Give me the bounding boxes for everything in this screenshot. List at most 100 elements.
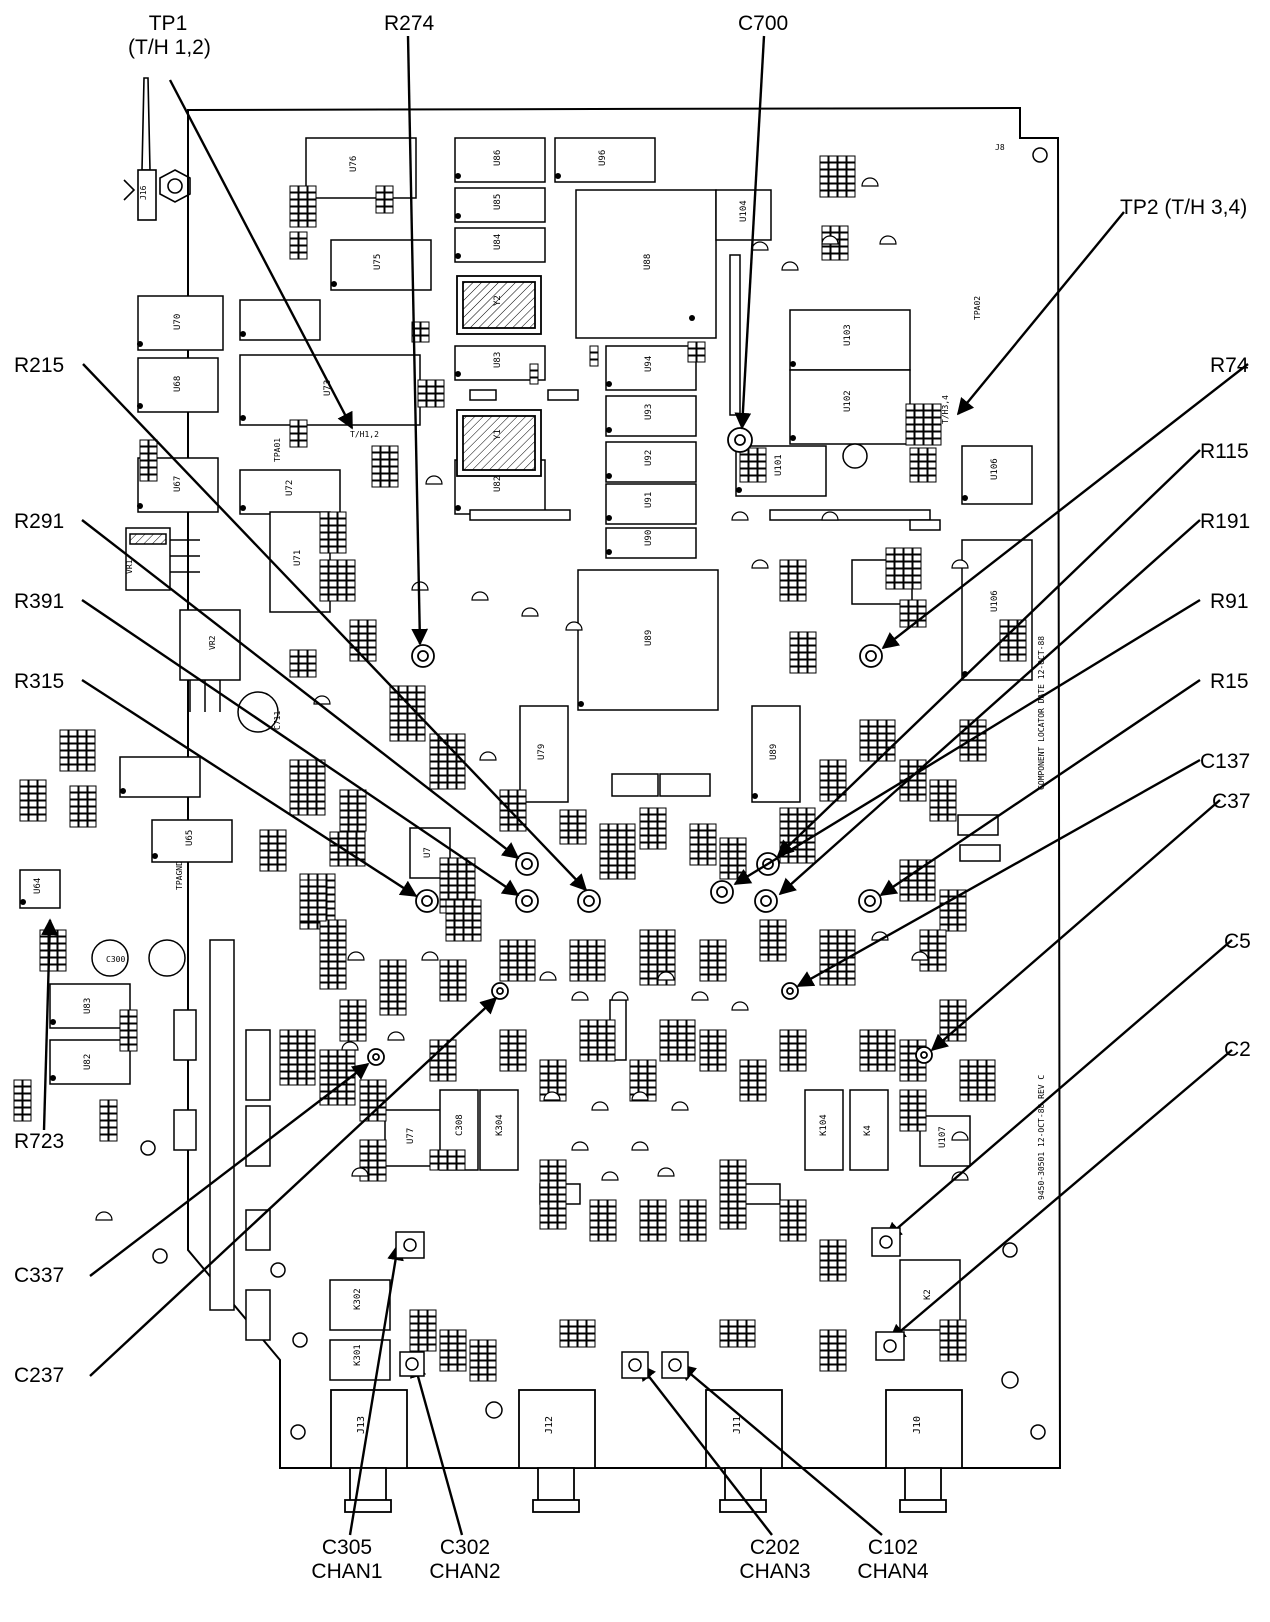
callout-c202: C202 CHAN3 — [730, 1536, 820, 1584]
j12-label: J12 — [544, 1416, 555, 1434]
callout-c2: C2 — [1224, 1038, 1251, 1061]
mounting-holes — [290, 147, 1048, 1440]
resistor-arrays — [13, 155, 1027, 1382]
misc-board-labels: T/H1,2 T/H3,4 TPA01 TPA02 TPAGND C711 C3… — [106, 143, 1005, 964]
u89-label: U89 — [644, 630, 654, 646]
callout-leaders — [41, 35, 1249, 1536]
u104-label: U104 — [739, 200, 749, 222]
tp1-probe: J16 — [123, 77, 191, 221]
bnc-connectors — [330, 1389, 963, 1513]
u103-label: U103 — [843, 324, 853, 346]
k4-label: K4 — [863, 1125, 873, 1136]
c202-label: C202 — [749, 1536, 801, 1559]
callout-c5: C5 — [1224, 930, 1251, 953]
u101-label: U101 — [774, 454, 784, 476]
callout-r291: R291 — [14, 510, 65, 533]
u79-label: U79 — [537, 744, 547, 760]
vr2-label: VR2 — [208, 635, 217, 650]
k302-label: K302 — [353, 1288, 363, 1310]
u92-label: U92 — [644, 450, 654, 466]
callout-tp2: TP2 (T/H 3,4) — [1120, 196, 1248, 219]
th34-board-label: T/H3,4 — [941, 395, 950, 424]
u62-label: U82 — [83, 1054, 93, 1070]
callout-tp1: TP1 (T/H 1,2) — [128, 12, 211, 60]
board-rev-text: 9450-30501 12-OCT-88 REV C — [1037, 1075, 1046, 1200]
vr-labels: VR1 VR2 — [125, 559, 217, 650]
u90-label: U90 — [644, 530, 654, 546]
j11-label: J11 — [732, 1416, 743, 1434]
callout-c237: C237 — [14, 1364, 65, 1387]
long-strip-components — [173, 254, 1001, 1341]
u68-label: U68 — [173, 376, 183, 392]
u107-label: U107 — [938, 1126, 948, 1148]
u65-label: U65 — [185, 830, 195, 846]
callout-r15: R15 — [1210, 670, 1249, 693]
u102-label: U102 — [843, 390, 853, 412]
u83-label: U83 — [493, 352, 503, 368]
u82-label: U82 — [493, 476, 503, 492]
connector-labels: J13 J12 J11 J10 — [356, 1416, 923, 1434]
j13-label: J13 — [356, 1416, 367, 1434]
u64-label: U64 — [33, 878, 43, 894]
u73-label: U73 — [323, 380, 333, 396]
callout-c337: C337 — [14, 1264, 65, 1287]
c305-sublabel: CHAN1 — [311, 1560, 383, 1583]
svg-text:J16: J16 — [139, 185, 148, 200]
c300-label: C300 — [106, 955, 125, 964]
electrolytic-capacitors — [91, 443, 1019, 1419]
u89b-label: U89 — [769, 744, 779, 760]
u106b-label: U106 — [990, 590, 1000, 612]
c102-label: C102 — [867, 1536, 919, 1559]
bottom-trimmers — [395, 1227, 905, 1379]
k2-label: K2 — [923, 1289, 933, 1300]
callout-r91: R91 — [1210, 590, 1249, 613]
trimmer-pots — [367, 427, 933, 1066]
tp1-sublabel: (T/H 1,2) — [128, 36, 211, 59]
callout-c102: C102 CHAN4 — [848, 1536, 938, 1584]
vr1-label: VR1 — [125, 559, 134, 574]
u67-label: U67 — [173, 476, 183, 492]
u106-label: U106 — [990, 458, 1000, 480]
callout-r723: R723 — [14, 1130, 65, 1153]
callout-r74: R74 — [1210, 354, 1249, 377]
board-date-text: COMPONENT LOCATOR DATE 12-OCT-88 — [1037, 636, 1046, 790]
c308-label: C308 — [455, 1114, 465, 1136]
u70-label: U70 — [173, 314, 183, 330]
c305-label: C305 — [321, 1536, 373, 1559]
callout-r215: R215 — [14, 354, 65, 377]
tpa02-label: TPA02 — [973, 296, 982, 320]
callout-c137: C137 — [1200, 750, 1251, 773]
c711-label: C711 — [273, 711, 282, 730]
u85-label: U85 — [493, 194, 503, 210]
callout-r274: R274 — [384, 12, 435, 35]
c102-sublabel: CHAN4 — [857, 1560, 929, 1583]
u71-label: U71 — [293, 550, 303, 566]
c302-sublabel: CHAN2 — [429, 1560, 501, 1583]
callout-c302: C302 CHAN2 — [420, 1536, 510, 1584]
u7-label: U7 — [423, 847, 433, 858]
k104-label: K104 — [819, 1114, 829, 1136]
u76-label: U76 — [349, 156, 359, 172]
k304-label: K304 — [495, 1114, 505, 1136]
chip-labels: U76 U86 U96 U85 U84 U75 U88 U70 U73 U68 … — [33, 150, 1000, 1366]
transistors — [95, 177, 969, 1221]
c202-sublabel: CHAN3 — [739, 1560, 811, 1583]
callout-r315: R315 — [14, 670, 65, 693]
crystals — [456, 275, 542, 477]
u72-label: U72 — [285, 480, 295, 496]
u84-label: U84 — [493, 234, 503, 250]
j10-label: J10 — [912, 1416, 923, 1434]
u86-label: U86 — [493, 150, 503, 166]
th12-board-label: T/H1,2 — [350, 430, 379, 439]
u77-label: U77 — [406, 1128, 416, 1144]
u75-label: U75 — [373, 254, 383, 270]
tpagnd-label: TPAGND — [175, 861, 184, 890]
u96-label: U96 — [598, 150, 608, 166]
tp1-label: TP1 — [148, 12, 188, 35]
board-side-text: COMPONENT LOCATOR DATE 12-OCT-88 9450-30… — [1037, 636, 1046, 1200]
callout-c700: C700 — [738, 12, 789, 35]
y2-label: Y2 — [493, 295, 503, 306]
callout-c305: C305 CHAN1 — [302, 1536, 392, 1584]
u93-label: U93 — [644, 404, 654, 420]
